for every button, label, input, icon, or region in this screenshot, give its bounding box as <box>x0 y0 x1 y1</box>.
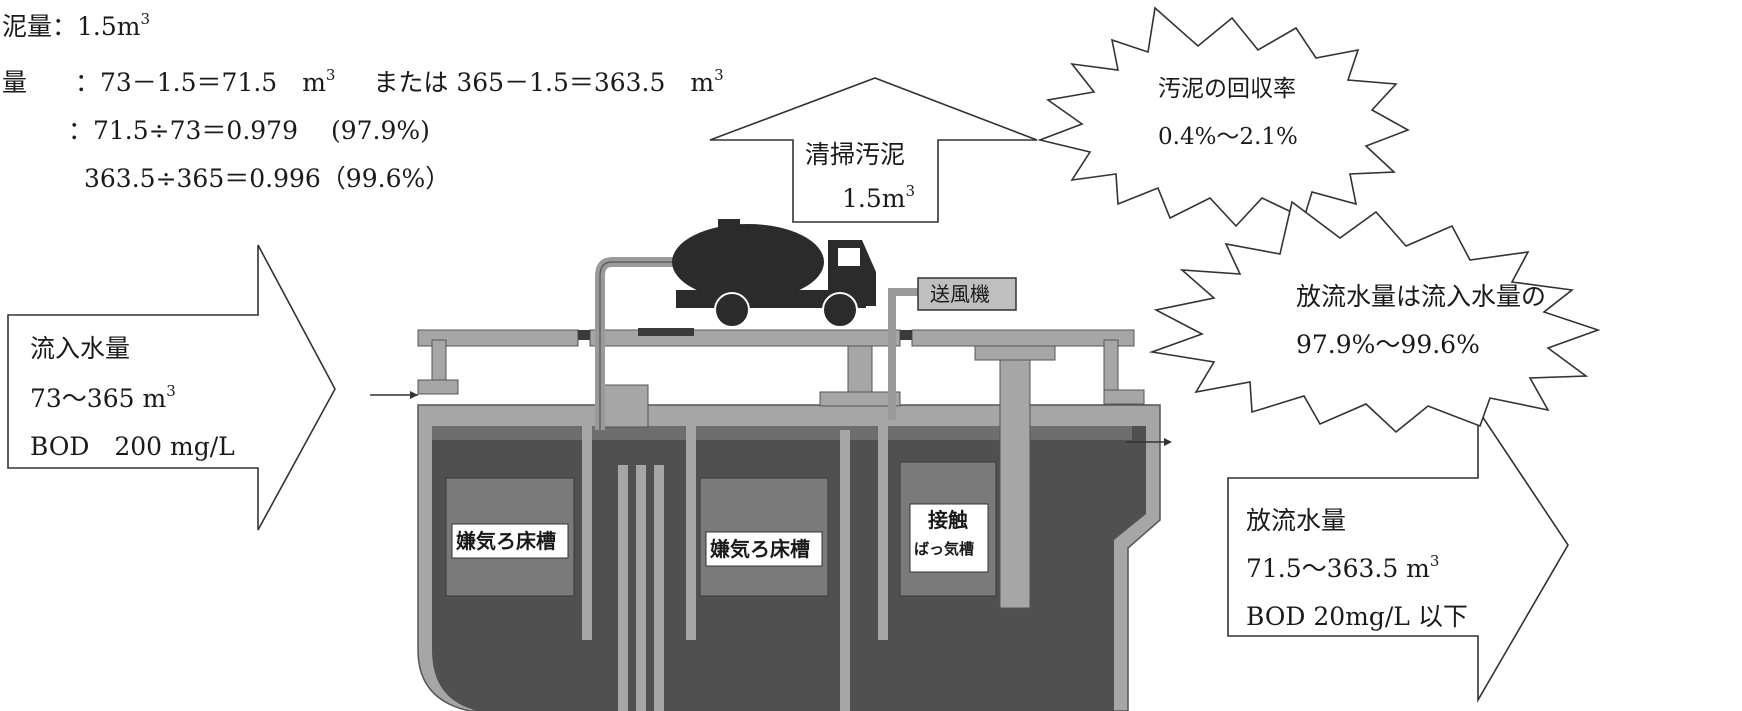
chamber3-plate <box>909 503 989 573</box>
calc-line1-label: 泥量： <box>2 12 78 41</box>
vacuum-truck <box>672 219 876 328</box>
outflow-bod: BOD 20mg/L 以下 <box>1246 602 1468 631</box>
inflow-volume-value: 73～365 m <box>30 384 167 413</box>
blower-box <box>917 277 1017 311</box>
aeration-column <box>999 345 1031 609</box>
recovery-burst-shape <box>1037 6 1410 228</box>
outflow-arrow <box>1227 407 1569 703</box>
pipe-2 <box>618 465 628 711</box>
water-surface <box>432 426 1132 440</box>
truck-tank-hatch <box>718 219 740 229</box>
truck-wheel-rear <box>714 292 750 328</box>
calc-line2-value: ：73－1.5＝71.5 m <box>74 68 326 97</box>
inflow-label: 流入水量 <box>30 334 131 363</box>
outflow-marker-head <box>1164 438 1172 446</box>
outflow-volume-sup: 3 <box>1429 552 1440 570</box>
inlet-riser <box>431 339 447 381</box>
calc-line2-sup: 3 <box>325 66 336 84</box>
manhole-3 <box>900 330 912 340</box>
pipe-4 <box>654 465 664 711</box>
recovery-label: 汚泥の回収率 <box>1158 76 1296 102</box>
sludge-label: 清掃汚泥 <box>805 140 906 169</box>
manhole-2 <box>638 328 694 336</box>
discharge-burst-shape <box>1148 200 1601 434</box>
outflow-volume: 71.5～363.5 m3 <box>1246 554 1439 583</box>
truck-window <box>838 248 860 266</box>
inflow-arrow <box>7 244 336 531</box>
calc-line2-or: または 365－1.5＝363.5 m <box>373 68 715 97</box>
top-slab-right <box>911 329 1135 347</box>
chamber1-plate <box>451 523 569 559</box>
inflow-bod: BOD 200 mg/L <box>30 432 235 461</box>
sludge-amount-sup: 3 <box>905 182 916 200</box>
calc-line2-or-sup: 3 <box>714 66 724 84</box>
pipe-7 <box>878 410 888 640</box>
calc-line-2: 量 ：73－1.5＝71.5 m3 または 365－1.5＝363.5 m3 <box>2 68 724 97</box>
sludge-amount: 1.5m3 <box>842 184 915 213</box>
outflow-volume-value: 71.5～363.5 m <box>1246 554 1430 583</box>
calc-line-3: ：71.5÷73＝0.979 (97.9%) <box>68 116 430 145</box>
discharge-range: 97.9%～99.6% <box>1296 330 1480 359</box>
sludge-up-arrow <box>709 77 1038 223</box>
outlet-pipe <box>1103 389 1145 405</box>
inflow-volume: 73～365 m3 <box>30 384 176 413</box>
chamber2-label: 嫌気ろ床槽 <box>710 537 810 561</box>
chamber3-label-2: ばっ気槽 <box>914 540 975 558</box>
truck-wheel-front <box>822 292 858 328</box>
discharge-label: 放流水量は流入水量の <box>1296 282 1547 311</box>
calc-line1-value: 1.5m <box>77 12 141 41</box>
inflow-volume-sup: 3 <box>166 382 176 400</box>
chamber2-plate <box>705 531 823 567</box>
blower-pipe <box>888 288 918 420</box>
calc-line1-sup: 3 <box>140 10 151 28</box>
calc-line-1: 泥量：1.5m3 <box>2 12 150 41</box>
small-box <box>603 384 649 428</box>
inflow-marker-head <box>410 391 418 399</box>
chamber1-label: 嫌気ろ床槽 <box>456 529 556 553</box>
pipe-3 <box>636 465 646 711</box>
septic-tank <box>370 328 1172 711</box>
inlet-pipe <box>417 379 459 395</box>
chamber3-label-1: 接触 <box>928 508 968 532</box>
calc-line2-label: 量 <box>2 68 28 97</box>
pipe-6 <box>840 430 850 711</box>
outlet-riser <box>1103 339 1119 391</box>
central-cap <box>819 391 901 407</box>
blower-label: 送風機 <box>930 282 990 306</box>
top-slab-mid <box>589 329 901 347</box>
pipe-5 <box>686 410 696 640</box>
recovery-range: 0.4%～2.1% <box>1158 124 1298 150</box>
pipe-1 <box>582 410 592 640</box>
aeration-column-top <box>974 345 1056 361</box>
truck-tank <box>672 224 824 300</box>
calc-line-4: 363.5÷365＝0.996（99.6%） <box>84 164 451 193</box>
manhole-1 <box>578 330 590 340</box>
suction-hose-outline <box>599 261 678 430</box>
sludge-amount-value: 1.5m <box>842 184 906 213</box>
central-column <box>847 345 873 397</box>
outflow-label: 放流水量 <box>1246 506 1347 535</box>
